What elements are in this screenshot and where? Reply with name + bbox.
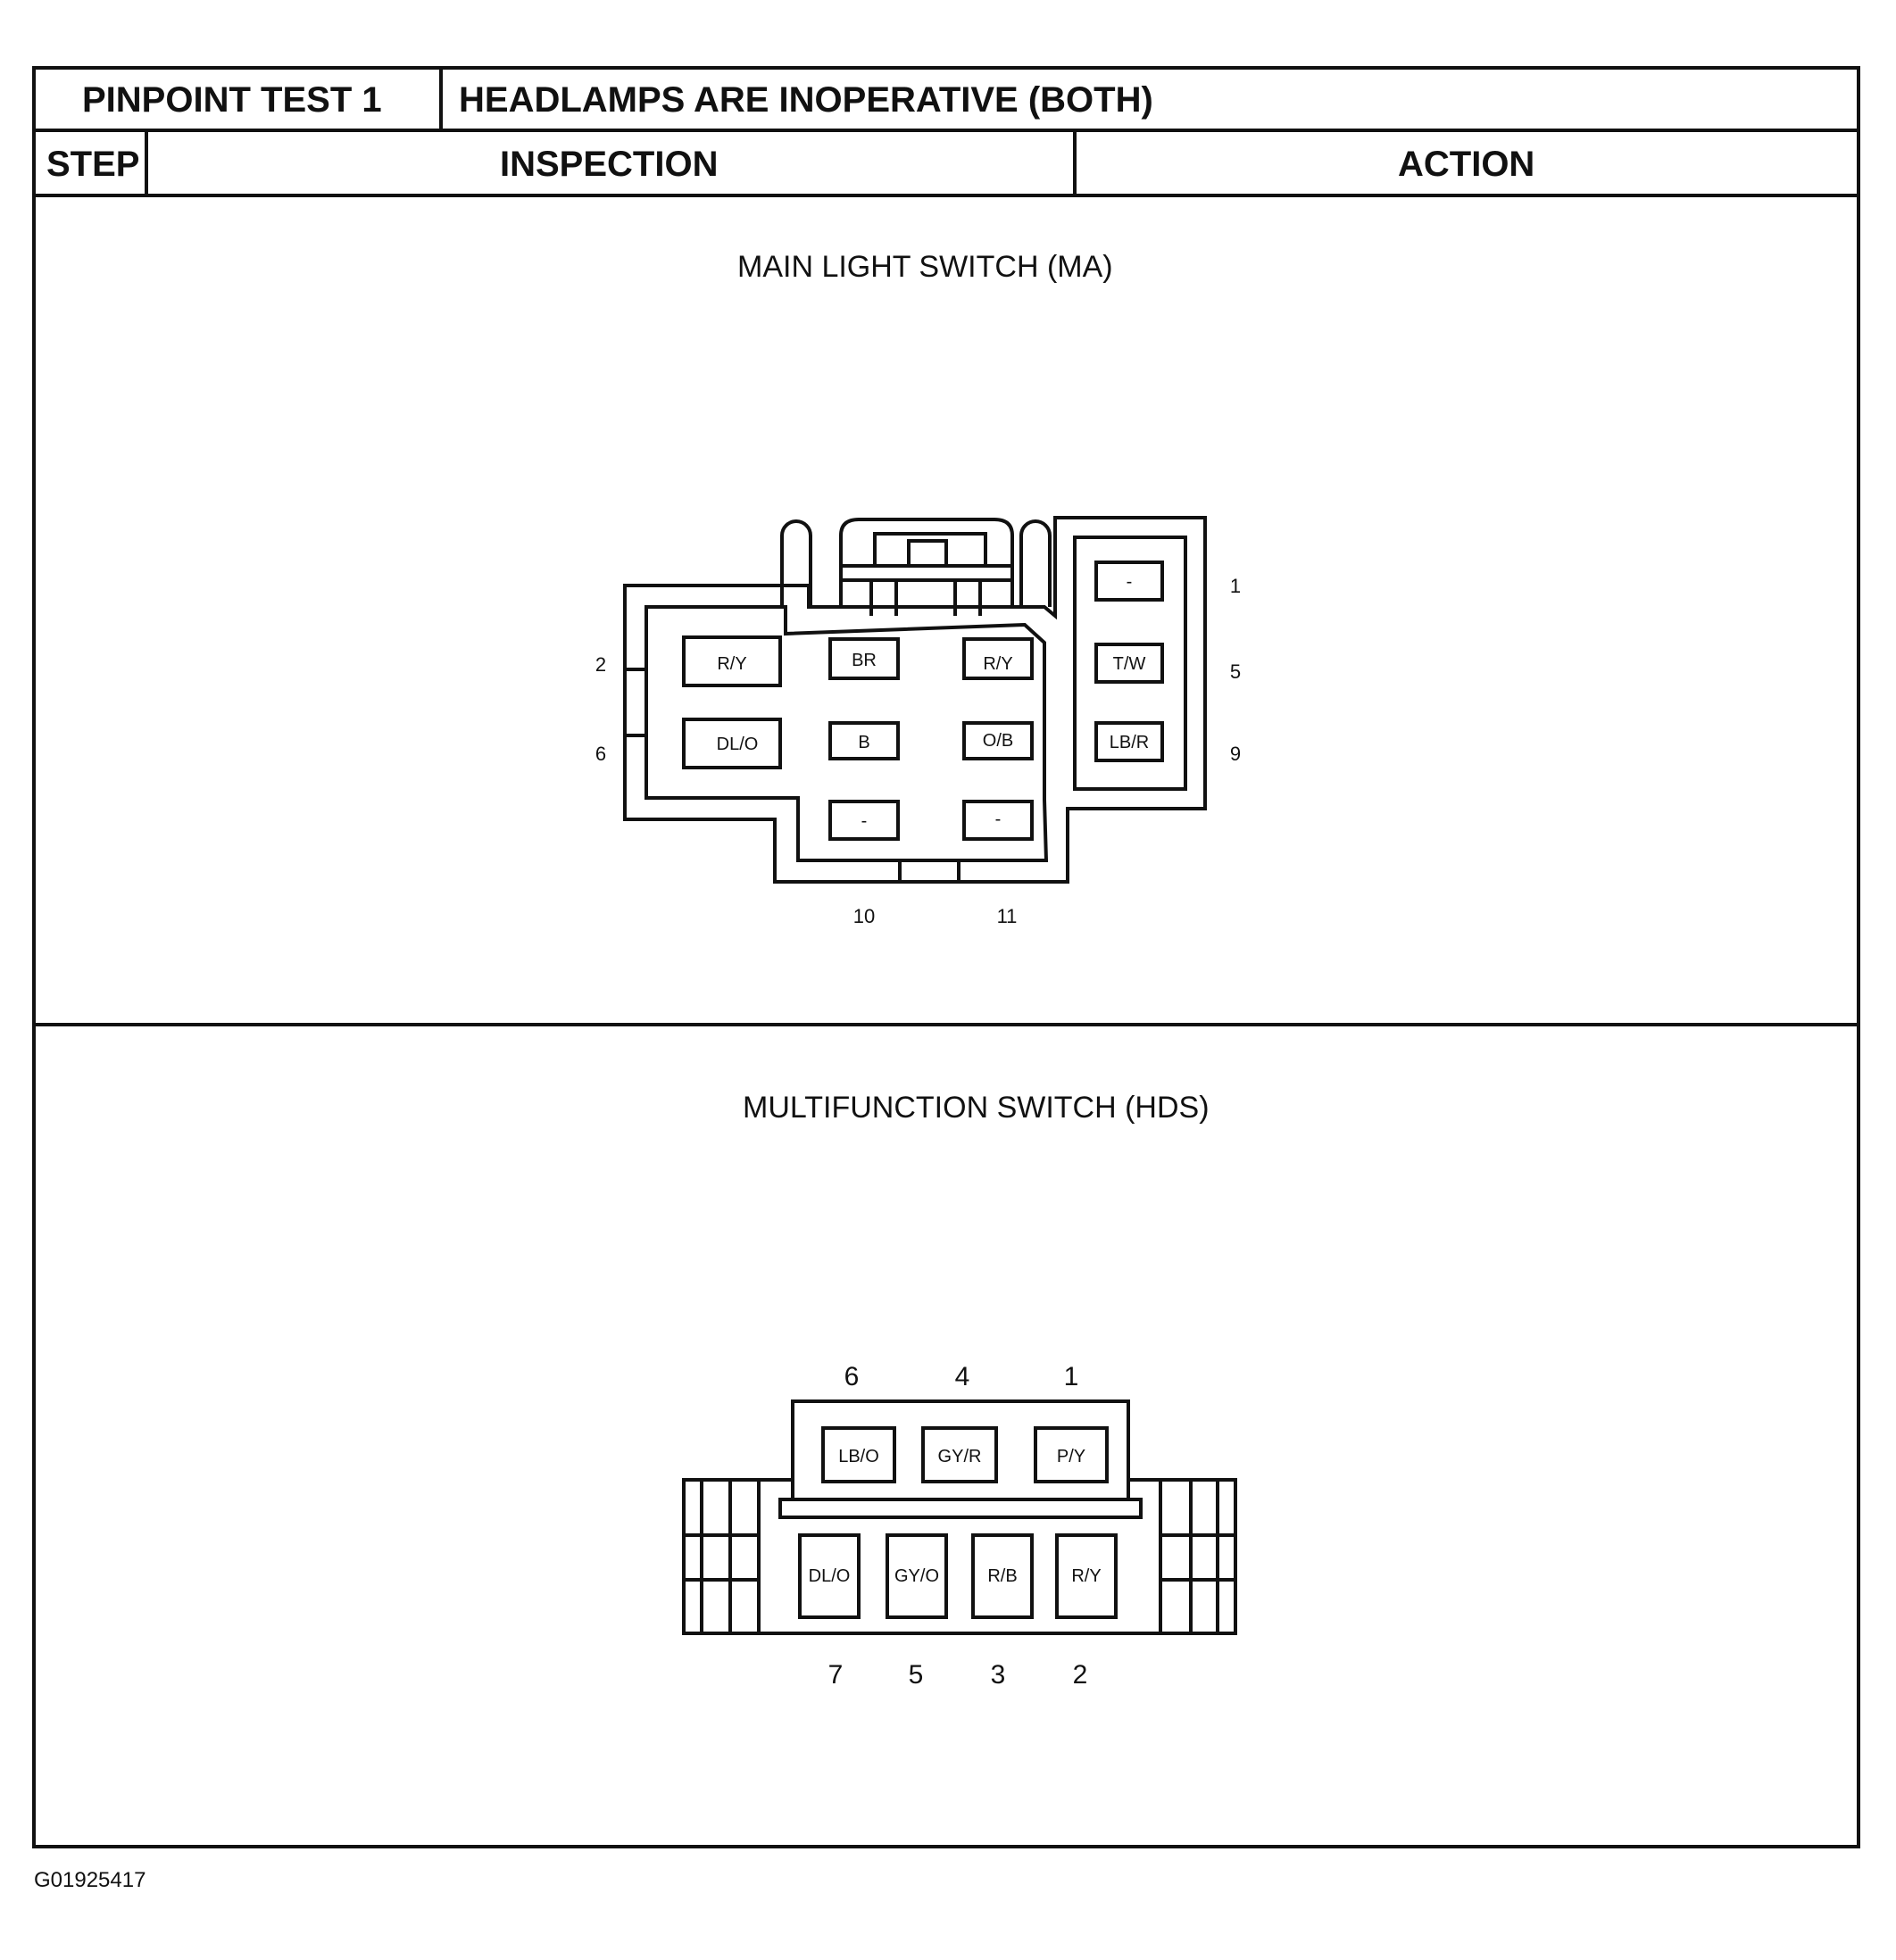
cavity-label: - [1127,572,1133,592]
cavity-label: T/W [1113,654,1146,674]
cavity-label: O/B [983,731,1013,751]
cavity-label: BR [852,651,877,670]
column-header-action: ACTION [1398,145,1535,184]
pin-number: 5 [909,1660,924,1690]
cavity-label: R/B [987,1566,1017,1586]
cavity-label: DL/O [717,735,759,754]
cavity-label: - [861,811,868,831]
multifunction-switch-title: MULTIFUNCTION SWITCH (HDS) [743,1091,1210,1125]
test-label: PINPOINT TEST 1 [82,80,382,120]
pin-number: 9 [1230,743,1241,765]
cavity-label: GY/R [938,1447,982,1466]
cavity-label: - [995,810,1002,829]
column-header-inspection: INSPECTION [500,145,719,184]
pin-number: 2 [1073,1660,1088,1690]
cavity-label: B [858,733,869,752]
pin-number: 5 [1230,660,1241,683]
pin-number: 3 [991,1660,1006,1690]
pin-number: 7 [828,1660,844,1690]
pin-number: 6 [844,1362,860,1391]
cavity-label: LB/O [838,1447,879,1466]
pin-number: 10 [853,905,875,927]
cavity-label: LB/R [1110,733,1149,752]
main-light-switch-title: MAIN LIGHT SWITCH (MA) [737,250,1113,284]
pin-number: 1 [1230,575,1241,597]
cavity-label: R/Y [717,654,746,674]
cavity-label: DL/O [809,1566,851,1586]
cavity-label: GY/O [894,1566,939,1586]
pin-number: 2 [595,653,606,676]
cavity-label: R/Y [1071,1566,1101,1586]
pin-number: 6 [595,743,606,765]
cavity-label: R/Y [983,654,1012,674]
pin-number: 11 [997,905,1018,927]
figure-id: G01925417 [34,1868,146,1892]
column-header-step: STEP [46,145,140,184]
test-title: HEADLAMPS ARE INOPERATIVE (BOTH) [459,80,1153,120]
pin-number: 1 [1064,1362,1079,1391]
pin-number: 4 [955,1362,970,1391]
cavity-label: P/Y [1057,1447,1085,1466]
